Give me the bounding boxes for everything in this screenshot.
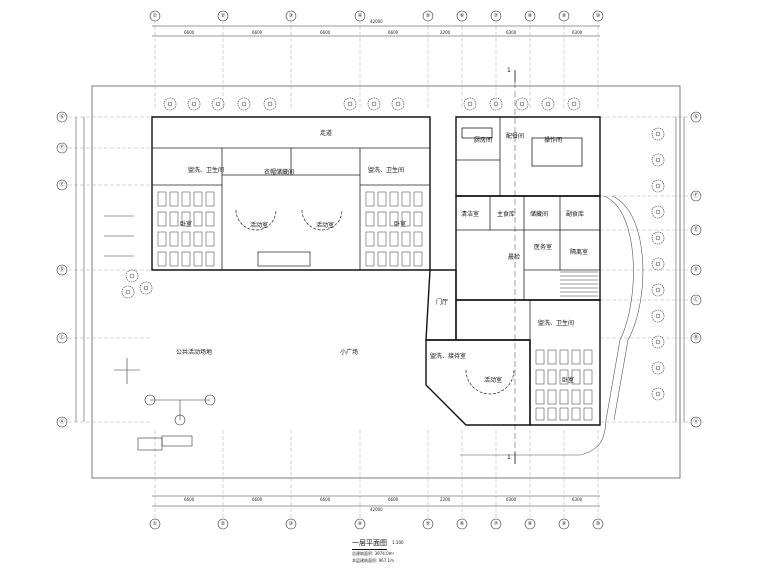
axis-label-bottom-8: ⑧ — [527, 521, 533, 527]
axis-label-left-c: Ⓒ — [59, 335, 65, 341]
dim-bottom-7: 6300 — [572, 497, 583, 502]
room-coat: 衣帽储藏间 — [264, 169, 295, 176]
room-staff: 主食库 — [497, 211, 516, 218]
room-activity-2: 活动室 — [316, 222, 335, 229]
axis-label-bottom-5: ⑤ — [425, 521, 431, 527]
dim-bottom-2: 6600 — [252, 497, 263, 502]
axis-label-right-c: Ⓒ — [693, 297, 699, 303]
axis-label-left-e: Ⓔ — [59, 182, 65, 188]
axis-label-left-g: Ⓖ — [59, 114, 65, 120]
axis-label-top-4: ④ — [357, 13, 363, 19]
room-reception: 盥洗、接待室 — [430, 353, 467, 360]
dim-top-2: 6600 — [252, 30, 263, 35]
axis-label-top-6: ⑥ — [459, 13, 465, 19]
area-square: 小广场 — [340, 349, 359, 356]
room-lobby: 门厅 — [436, 299, 449, 306]
dim-top-1: 6600 — [184, 30, 195, 35]
room-dorm-mid: 卧室 — [394, 221, 407, 228]
axis-label-top-2: ② — [220, 13, 226, 19]
dim-top-7: 6300 — [572, 30, 583, 35]
axis-label-top-1: ① — [152, 13, 158, 19]
room-toilet-mid: 盥洗、卫生间 — [368, 167, 405, 174]
drawing-title: 一层平面图 — [352, 538, 387, 550]
axis-label-right-a: Ⓐ — [693, 419, 699, 425]
axis-label-bottom-7: ⑦ — [493, 521, 499, 527]
axis-label-top-3: ③ — [288, 13, 294, 19]
room-dorm-right: 卧室 — [562, 377, 575, 384]
axis-label-right-b: Ⓑ — [693, 335, 699, 341]
axis-label-right-e: Ⓔ — [693, 227, 699, 233]
dim-bottom-total: 42000 — [370, 507, 383, 512]
axis-label-top-5: ⑤ — [425, 13, 431, 19]
axis-label-bottom-2: ② — [220, 521, 226, 527]
axis-label-right-g: Ⓖ — [693, 114, 699, 120]
dim-bottom-5: 2200 — [440, 497, 451, 502]
drawing-scale: 1:100 — [392, 540, 404, 545]
play-equipment — [104, 215, 216, 451]
dim-bottom-4: 6600 — [388, 497, 399, 502]
room-wash: 清洁室 — [461, 211, 480, 218]
tree-column-right — [651, 127, 665, 401]
room-storage: 储藏间 — [530, 211, 549, 218]
dim-top-3: 6600 — [320, 30, 331, 35]
axis-label-bottom-10: ⑩ — [595, 521, 601, 527]
axis-label-top-8: ⑧ — [527, 13, 533, 19]
room-toilet-right: 盥洗、卫生间 — [538, 320, 575, 327]
dim-bottom-3: 6600 — [320, 497, 331, 502]
site-boundary — [91, 85, 681, 479]
room-morning-check: 晨检 — [508, 254, 521, 261]
room-prep: 配餐间 — [506, 133, 525, 140]
room-activity-1: 活动室 — [250, 222, 269, 229]
axis-label-left-d: Ⓓ — [59, 267, 65, 273]
room-isolation: 隔离室 — [570, 249, 589, 256]
room-meal: 副食库 — [566, 211, 585, 218]
section-mark-bottom: 1 — [507, 454, 511, 461]
area-note-total: 总建筑面积: 3974.0m² — [352, 551, 395, 556]
tree-row-top — [163, 97, 581, 111]
room-kitchen-main: 厨房间 — [474, 137, 493, 144]
axis-label-bottom-1: ① — [152, 521, 158, 527]
room-activity-3: 活动室 — [484, 377, 503, 384]
axis-label-top-10: ⑩ — [595, 13, 601, 19]
dim-bottom-1: 6600 — [184, 497, 195, 502]
axis-label-bottom-3: ③ — [288, 521, 294, 527]
tree-cluster-left — [121, 269, 153, 299]
area-public: 公共活动场地 — [176, 349, 213, 356]
dim-top-4: 6600 — [388, 30, 399, 35]
dim-bottom-6: 6300 — [506, 497, 517, 502]
axis-label-bottom-4: ④ — [357, 521, 363, 527]
axis-label-bottom-6: ⑥ — [459, 521, 465, 527]
axis-label-left-f: Ⓕ — [59, 145, 65, 151]
dim-top-5: 2200 — [440, 30, 451, 35]
room-medical: 医务室 — [534, 244, 553, 251]
axis-label-top-9: ⑨ — [561, 13, 567, 19]
dim-top-total: 42000 — [370, 19, 383, 24]
axis-label-top-7: ⑦ — [493, 13, 499, 19]
room-kitchen-2: 操作间 — [544, 137, 563, 144]
axis-label-right-d: Ⓓ — [693, 267, 699, 273]
axis-label-left-a: Ⓐ — [59, 419, 65, 425]
axis-label-right-f: Ⓕ — [693, 193, 699, 199]
area-note-floor: 本层建筑面积: 967.1m — [352, 558, 394, 563]
section-mark-top: 1 — [507, 67, 511, 74]
room-dorm-left: 卧室 — [180, 221, 193, 228]
dim-top-6: 6300 — [506, 30, 517, 35]
axis-label-bottom-9: ⑨ — [561, 521, 567, 527]
room-corridor: 走道 — [320, 130, 333, 137]
room-toilet-left: 盥洗、卫生间 — [188, 167, 225, 174]
